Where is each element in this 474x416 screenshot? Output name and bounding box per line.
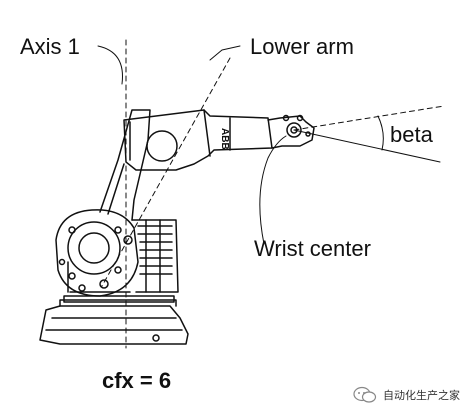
lower-arm-label: Lower arm [250, 34, 354, 59]
beta-arc [377, 115, 384, 151]
axis1-label: Axis 1 [20, 34, 80, 59]
axis1-leader [97, 45, 123, 85]
motor-housing [131, 219, 179, 293]
lower-arm-leader [209, 45, 241, 61]
wrist [267, 114, 315, 149]
wrist-center-label: Wrist center [254, 236, 371, 261]
beta-label: beta [390, 122, 433, 147]
beta-reference-line [293, 129, 441, 163]
robot-base [39, 295, 189, 345]
caption-cfx: cfx = 6 [102, 368, 172, 393]
construction-lines [101, 39, 445, 349]
wrist-center-leader [259, 135, 287, 245]
leader-lines [97, 45, 287, 245]
robot-body [55, 209, 139, 297]
watermark-text: 自动化生产之家 [383, 389, 460, 402]
abb-logo: ABB [219, 128, 230, 150]
upper-arm [123, 109, 273, 171]
lower-arm-link [99, 109, 151, 221]
watermark: 自动化生产之家 [353, 386, 460, 404]
wechat-icon [353, 386, 377, 403]
